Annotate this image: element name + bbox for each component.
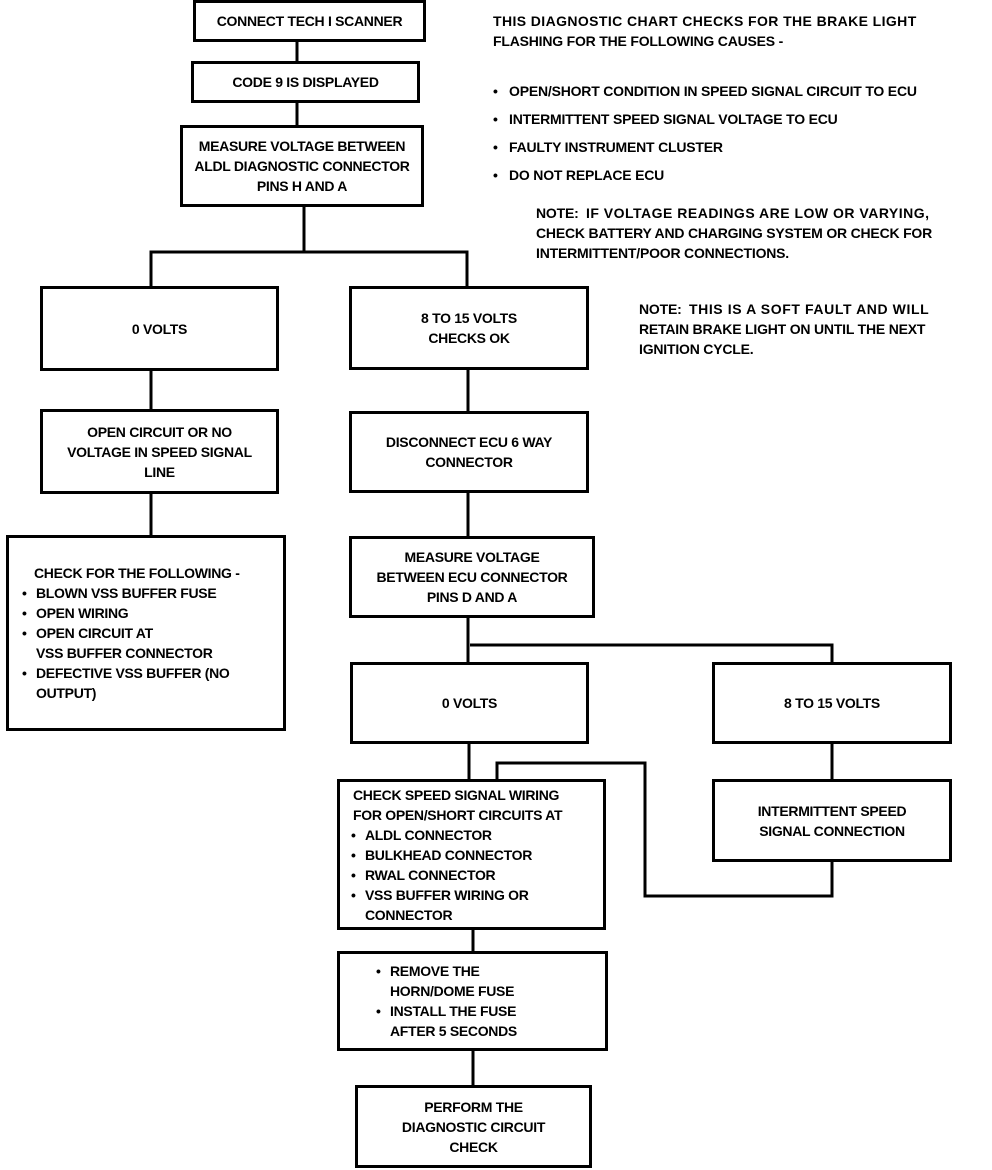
box-text: CODE 9 IS DISPLAYED [232, 74, 379, 90]
box-heading: FOR OPEN/SHORT CIRCUITS AT [353, 806, 563, 823]
box-text: 0 VOLTS [441, 695, 498, 711]
box-ecu-zero-volts: 0 VOLTS [350, 662, 589, 744]
cause-item: INTERMITTENT SPEED SIGNAL VOLTAGE TO ECU [493, 109, 983, 129]
intro-block: THIS DIAGNOSTIC CHART CHECKS FOR THE BRA… [493, 11, 983, 193]
box-fuse-steps: REMOVE THE HORN/DOME FUSE INSTALL THE FU… [337, 951, 608, 1051]
box-text: SIGNAL CONNECTION [759, 822, 905, 839]
box-text: ALDL DIAGNOSTIC CONNECTOR [194, 158, 410, 174]
box-intermittent-connection: INTERMITTENT SPEED SIGNAL CONNECTION [712, 779, 952, 862]
box-connect-scanner: CONNECT TECH I SCANNER [193, 0, 426, 42]
bullet-text: VSS BUFFER WIRING OR [351, 885, 529, 905]
box-text: PINS H AND A [256, 178, 348, 194]
box-text: MEASURE VOLTAGE [404, 549, 540, 565]
bullet-item: ALDL CONNECTOR [351, 825, 492, 845]
bullet-text-cont: HORN/DOME FUSE [390, 983, 515, 999]
bullet-item: OPEN WIRING [22, 603, 129, 623]
box-open-circuit: OPEN CIRCUIT OR NO VOLTAGE IN SPEED SIGN… [40, 409, 279, 494]
note-text: CHECK BATTERY AND CHARGING SYSTEM OR CHE… [536, 225, 933, 241]
bullet-text: ALDL CONNECTOR [351, 825, 492, 845]
box-text: INTERMITTENT SPEED [757, 802, 907, 819]
note-text: RETAIN BRAKE LIGHT ON UNTIL THE NEXT [639, 321, 926, 337]
cause-item: OPEN/SHORT CONDITION IN SPEED SIGNAL CIR… [493, 81, 983, 101]
note-line: NOTE: THIS IS A SOFT FAULT AND WILL [639, 299, 979, 319]
box-aldl-8-15-volts: 8 TO 15 VOLTS CHECKS OK [349, 286, 589, 370]
box-measure-ecu: MEASURE VOLTAGE BETWEEN ECU CONNECTOR PI… [349, 536, 595, 618]
bullet-text: REMOVE THE [376, 961, 514, 981]
bullet-item: RWAL CONNECTOR [351, 865, 496, 885]
note-label: NOTE: [536, 205, 579, 221]
box-text: 0 VOLTS [131, 320, 188, 337]
note-voltage: NOTE: IF VOLTAGE READINGS ARE LOW OR VAR… [536, 203, 976, 263]
box-text: CHECKS OK [428, 330, 510, 346]
box-check-following: CHECK FOR THE FOLLOWING - BLOWN VSS BUFF… [6, 535, 286, 731]
box-text: CONNECTOR [425, 454, 513, 470]
box-text: DISCONNECT ECU 6 WAY [385, 434, 553, 450]
box-code-displayed: CODE 9 IS DISPLAYED [191, 61, 420, 103]
bullet-item: INSTALL THE FUSE AFTER 5 SECONDS [376, 1001, 517, 1041]
connector-branch-aldl [149, 250, 469, 287]
box-text: CHECK [449, 1138, 498, 1155]
note-text: INTERMITTENT/POOR CONNECTIONS. [536, 245, 790, 261]
bullet-text: INSTALL THE FUSE [376, 1001, 517, 1021]
bullet-item: REMOVE THE HORN/DOME FUSE [376, 961, 514, 1001]
note-label: NOTE: [639, 301, 682, 317]
box-disconnect-ecu: DISCONNECT ECU 6 WAY CONNECTOR [349, 411, 589, 493]
box-text: PERFORM THE [424, 1098, 523, 1115]
bullet-text-cont: VSS BUFFER CONNECTOR [36, 645, 213, 661]
bullet-text: RWAL CONNECTOR [351, 865, 496, 885]
box-aldl-zero-volts: 0 VOLTS [40, 286, 279, 371]
bullet-item: DEFECTIVE VSS BUFFER (NO OUTPUT) [22, 663, 230, 703]
connector-intermittent-loop [495, 761, 834, 898]
bullet-text-cont: AFTER 5 SECONDS [390, 1023, 517, 1039]
intro-text: THIS DIAGNOSTIC CHART CHECKS FOR THE BRA… [493, 13, 917, 29]
box-text: VOLTAGE IN SPEED SIGNAL [67, 443, 252, 460]
bullet-text: BULKHEAD CONNECTOR [351, 845, 532, 865]
box-text: PINS D AND A [426, 589, 518, 605]
bullet-text: BLOWN VSS BUFFER FUSE [22, 583, 217, 603]
bullet-text-cont: OUTPUT) [36, 685, 97, 701]
cause-item: DO NOT REPLACE ECU [493, 165, 983, 185]
box-perform-check: PERFORM THE DIAGNOSTIC CIRCUIT CHECK [355, 1085, 592, 1168]
box-measure-aldl: MEASURE VOLTAGE BETWEEN ALDL DIAGNOSTIC … [180, 125, 424, 207]
cause-item: FAULTY INSTRUMENT CLUSTER [493, 137, 983, 157]
note-text: IF VOLTAGE READINGS ARE LOW OR VARYING, [585, 205, 930, 221]
box-text: CONNECT TECH I SCANNER [216, 13, 403, 29]
box-text: DIAGNOSTIC CIRCUIT [401, 1118, 546, 1135]
box-text: 8 TO 15 VOLTS [421, 310, 517, 326]
bullet-item: OPEN CIRCUIT AT VSS BUFFER CONNECTOR [22, 623, 213, 663]
box-text: OPEN CIRCUIT OR NO [87, 423, 232, 440]
box-text: LINE [144, 463, 175, 480]
intro-text: FLASHING FOR THE FOLLOWING CAUSES - [493, 33, 784, 49]
note-text: IGNITION CYCLE. [639, 341, 754, 357]
box-heading: CHECK FOR THE FOLLOWING - [34, 565, 240, 581]
bullet-item: BLOWN VSS BUFFER FUSE [22, 583, 217, 603]
connector-branch-ecu [470, 643, 834, 663]
note-line: NOTE: IF VOLTAGE READINGS ARE LOW OR VAR… [536, 203, 976, 223]
box-check-wiring: CHECK SPEED SIGNAL WIRING FOR OPEN/SHORT… [337, 779, 606, 930]
bullet-text: DEFECTIVE VSS BUFFER (NO [22, 663, 230, 683]
bullet-text: OPEN CIRCUIT AT [22, 623, 213, 643]
box-heading: CHECK SPEED SIGNAL WIRING [353, 786, 560, 803]
bullet-text-cont: CONNECTOR [365, 906, 453, 923]
box-text: 8 TO 15 VOLTS [784, 695, 880, 711]
bullet-item: VSS BUFFER WIRING OR CONNECTOR [351, 885, 529, 925]
box-text: MEASURE VOLTAGE BETWEEN [198, 138, 406, 154]
bullet-text: OPEN WIRING [22, 603, 129, 623]
note-text: THIS IS A SOFT FAULT AND WILL [688, 301, 930, 317]
box-text: BETWEEN ECU CONNECTOR [376, 569, 568, 585]
bullet-item: BULKHEAD CONNECTOR [351, 845, 532, 865]
box-ecu-8-15-volts: 8 TO 15 VOLTS [712, 662, 952, 744]
note-soft-fault: NOTE: THIS IS A SOFT FAULT AND WILL RETA… [639, 299, 979, 359]
